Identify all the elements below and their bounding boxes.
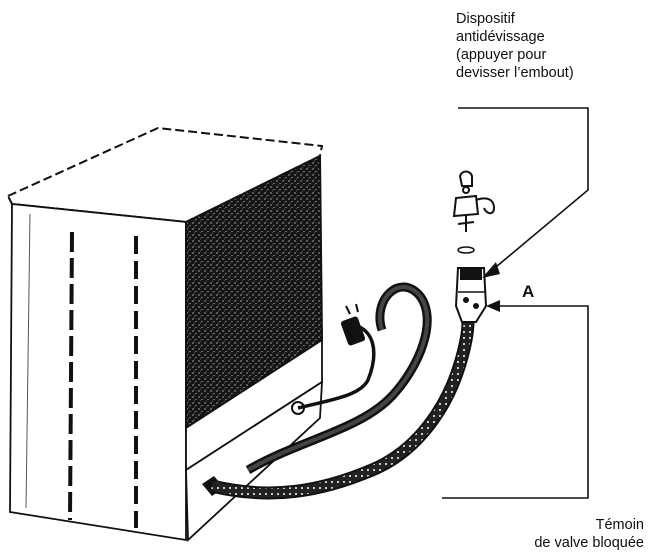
callout-line-top	[458, 107, 589, 273]
tap-connector-icon	[454, 267, 488, 323]
front-edge-line	[25, 213, 31, 509]
power-plug-icon	[340, 303, 366, 346]
callout-arrow-bottom	[486, 300, 500, 312]
label-line: (appuyer pour	[456, 47, 547, 63]
valve-indicator-label: Témoin de valve bloquée	[534, 516, 644, 552]
label-line: devisser l’embout)	[456, 65, 574, 81]
hose-icon	[210, 321, 473, 498]
callout-arrow-top	[482, 262, 500, 278]
label-line: de valve bloquée	[534, 535, 644, 551]
front-stripe-1	[68, 231, 74, 521]
label-line: Témoin	[595, 517, 644, 533]
marker-a: A	[522, 282, 535, 301]
tap-faucet	[452, 170, 496, 232]
drain-hose-inner	[247, 284, 430, 472]
plinth-lower	[185, 380, 323, 543]
cabinet-front	[9, 203, 187, 542]
gasket-ring	[457, 246, 475, 254]
power-cord	[297, 324, 376, 410]
label-line: antidévissage	[456, 29, 545, 45]
callout-line-bottom	[442, 305, 589, 499]
label-line: Dispositif	[456, 11, 515, 27]
antiscrew-device-label: Dispositif antidévissage (appuyer pour d…	[456, 10, 574, 82]
